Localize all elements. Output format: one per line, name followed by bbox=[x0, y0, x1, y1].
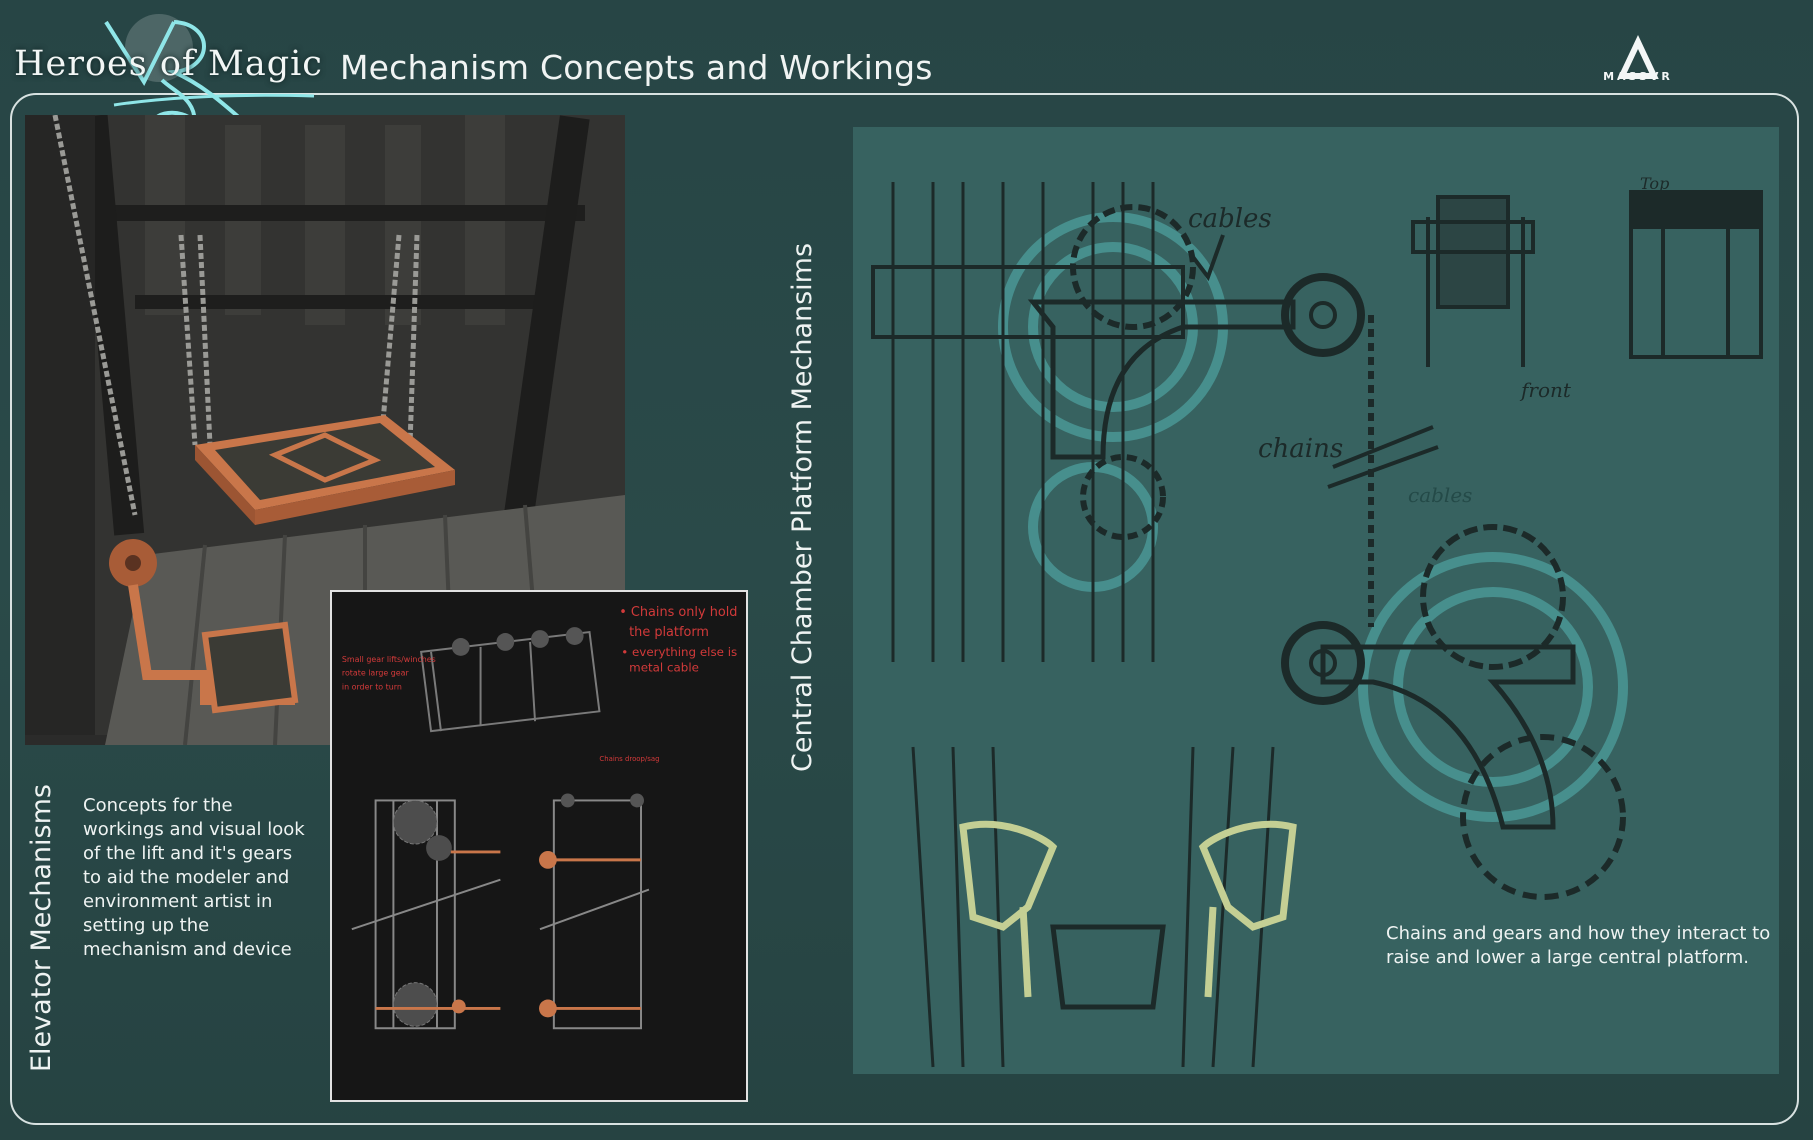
brand-name: MASSVR bbox=[1603, 70, 1673, 83]
page-title: Mechanism Concepts and Workings bbox=[340, 48, 933, 87]
svg-text:Chains droop/sag: Chains droop/sag bbox=[599, 755, 659, 763]
svg-text:the platform: the platform bbox=[629, 625, 709, 640]
mechanism-diagram-image: • Chains only hold the platform • everyt… bbox=[330, 590, 748, 1102]
central-section-label: Central Chamber Platform Mechansims bbox=[787, 242, 818, 772]
elevator-section-label: Elevator Mechanisms bbox=[26, 784, 57, 1072]
central-platform-sketch-image: cables chains cables front Top bbox=[853, 127, 1779, 1074]
svg-text:in order to turn: in order to turn bbox=[342, 683, 402, 692]
logo-wordmark: Heroes of Magic bbox=[14, 44, 323, 84]
svg-text:• everything else is: • everything else is bbox=[621, 645, 737, 659]
central-description: Chains and gears and how they interact t… bbox=[1386, 923, 1771, 968]
svg-text:Small gear lifts/winches: Small gear lifts/winches bbox=[342, 655, 436, 664]
svg-text:cables: cables bbox=[1188, 204, 1272, 234]
svg-text:rotate large gear: rotate large gear bbox=[342, 669, 410, 678]
svg-text:front: front bbox=[1519, 378, 1572, 402]
svg-text:Top: Top bbox=[1640, 174, 1669, 193]
svg-text:chains: chains bbox=[1258, 434, 1343, 464]
massvr-logo-icon bbox=[1617, 34, 1659, 79]
svg-text:cables: cables bbox=[1408, 483, 1472, 507]
elevator-description: Concepts for the workings and visual loo… bbox=[83, 795, 305, 960]
content-frame bbox=[10, 93, 1799, 1125]
svg-text:metal cable: metal cable bbox=[629, 661, 699, 675]
svg-text:• Chains only hold: • Chains only hold bbox=[619, 605, 737, 620]
